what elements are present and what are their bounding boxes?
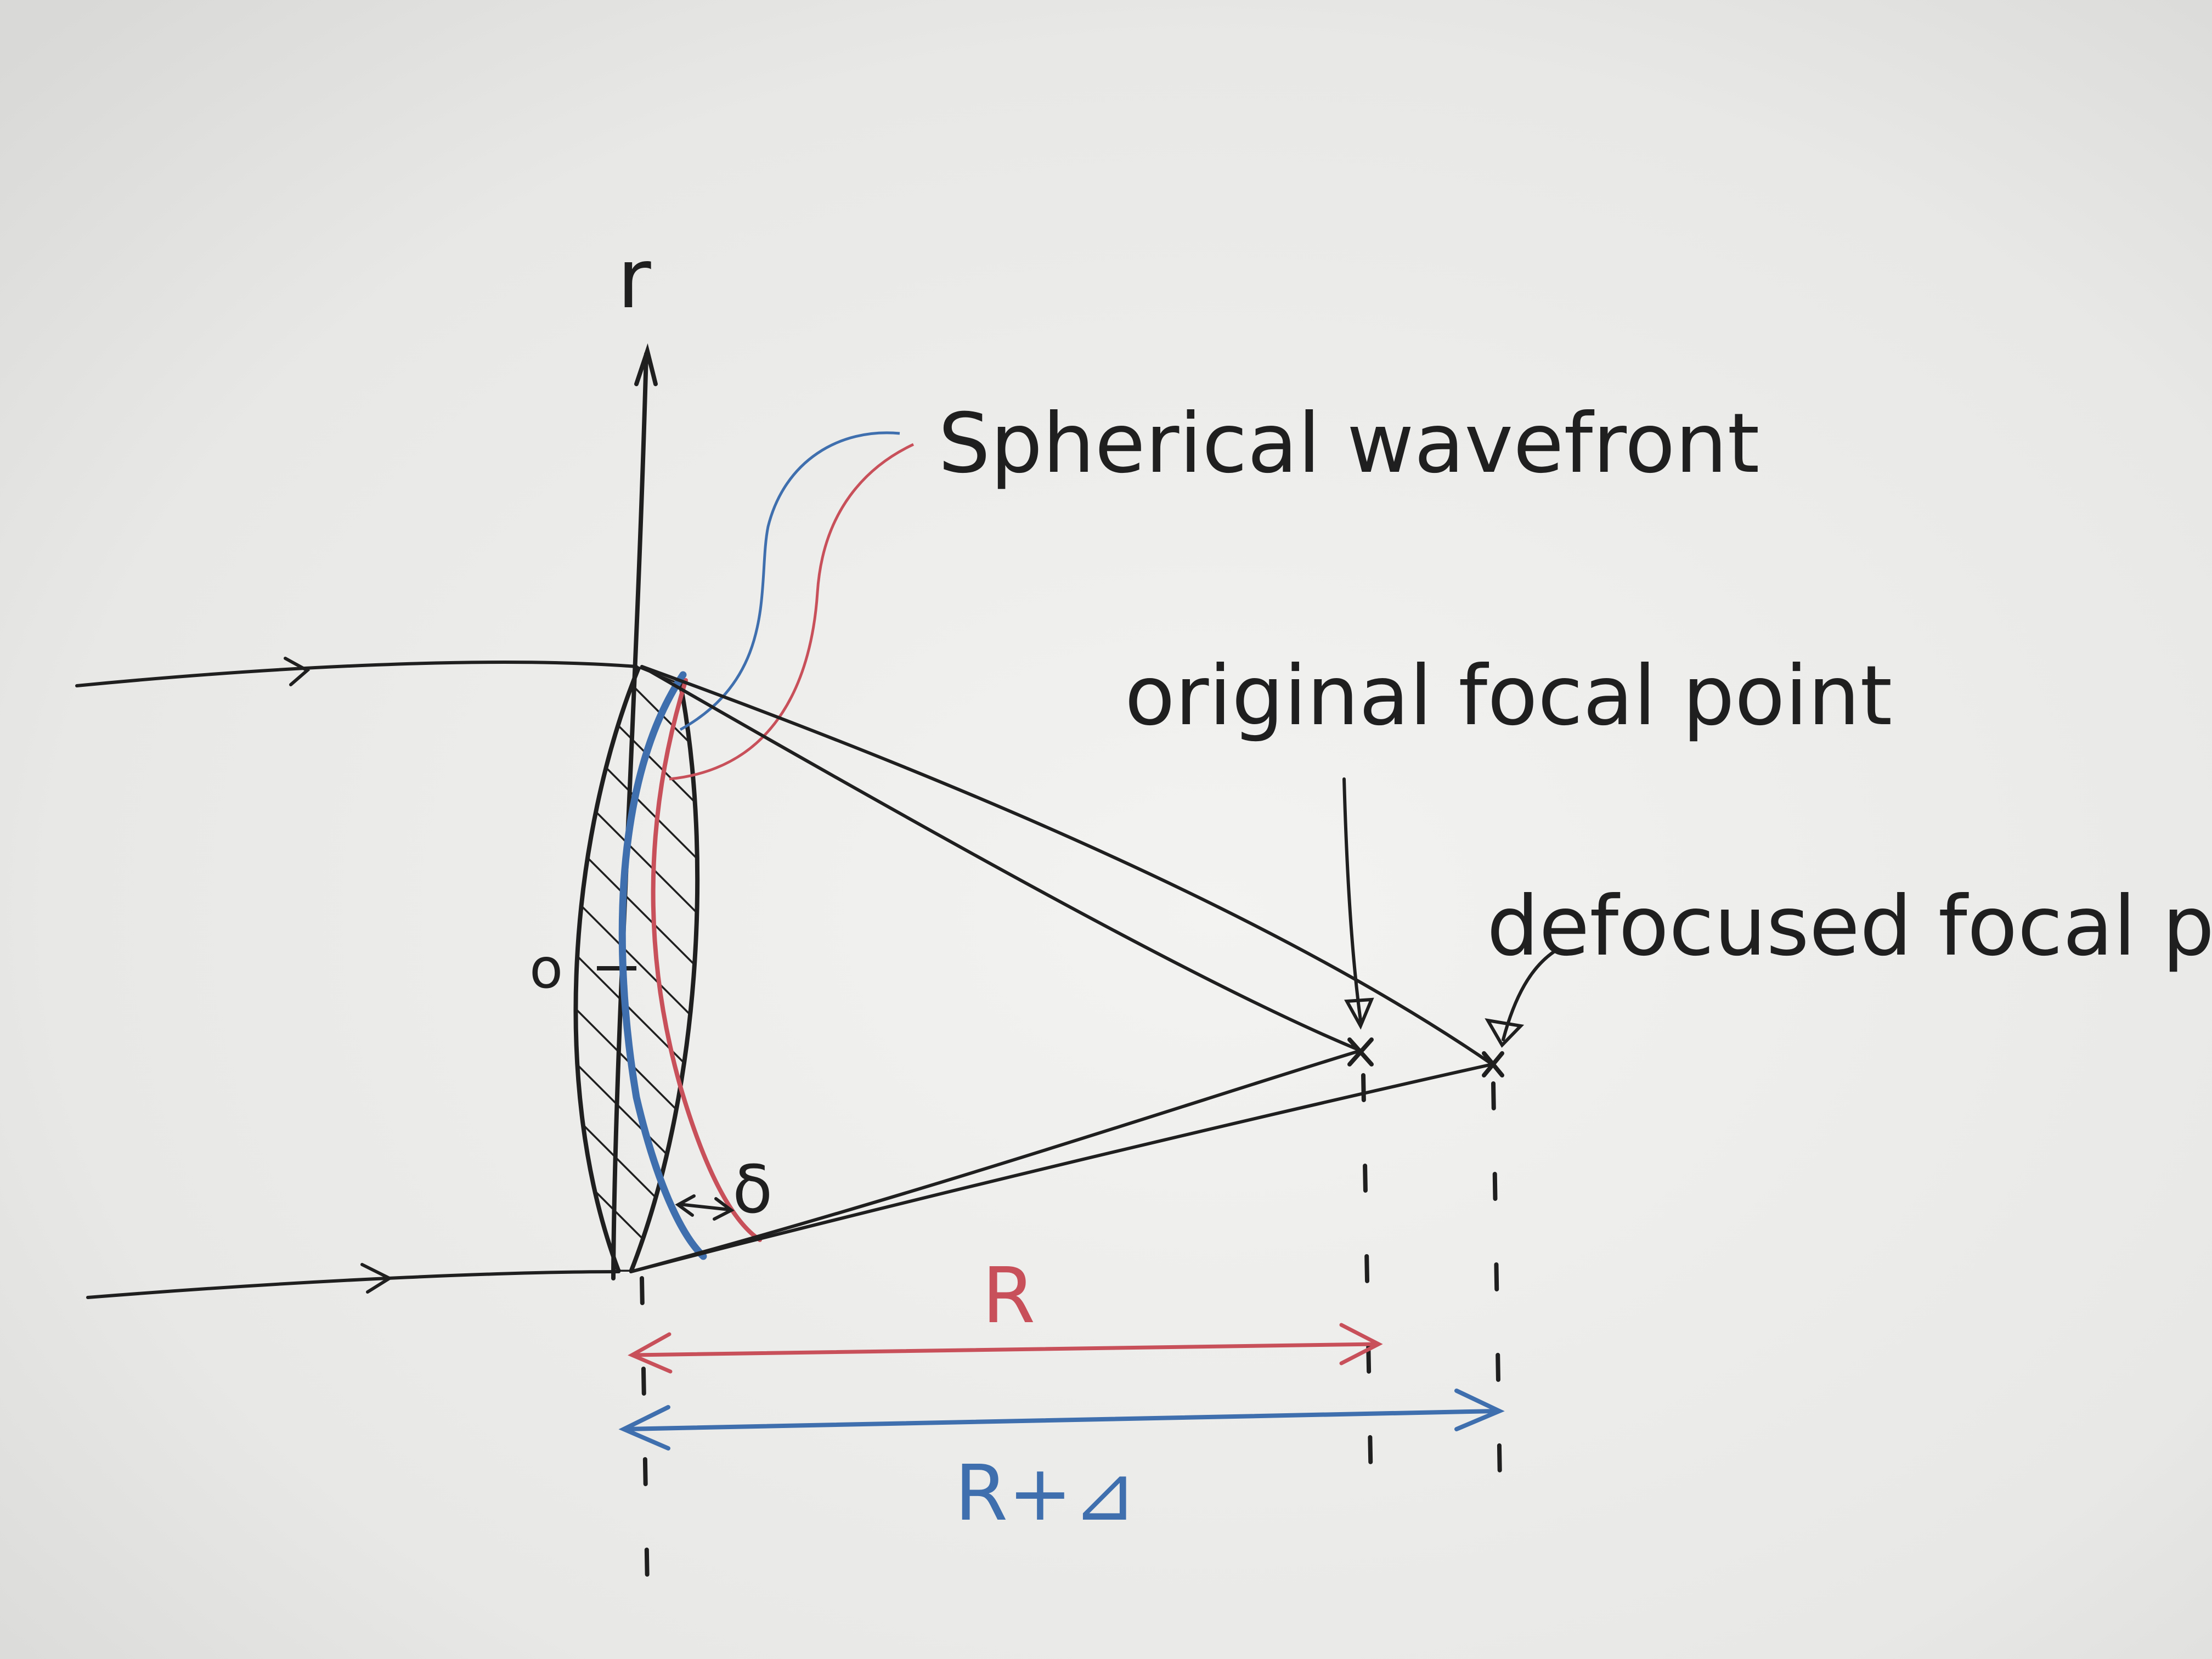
distance-R-plus-Delta-label: R+⊿ <box>955 1449 1137 1538</box>
defocused-focal-point-mark <box>1482 1051 1504 1077</box>
ray-to-defocused-focus-top <box>640 665 1494 1066</box>
dashed-guides <box>640 1073 1503 1588</box>
delta-label: δ <box>732 1152 772 1228</box>
r-axis-arrowhead <box>634 343 658 386</box>
blue-wavefront <box>618 671 707 1260</box>
ray-to-original-focus-bottom <box>629 1049 1362 1273</box>
defocused-focal-point-label: defocused focal point <box>1487 879 2212 974</box>
ray-to-original-focus-top <box>640 665 1362 1052</box>
red-leader <box>669 443 915 781</box>
ray-to-defocused-focus-bottom <box>629 1063 1494 1273</box>
original-focal-point-mark <box>1347 1037 1374 1066</box>
original-focal-point-label: original focal point <box>1125 648 1892 744</box>
dashed-guide-original-focus <box>1361 1073 1374 1516</box>
origin-label: o <box>529 936 563 1001</box>
defocused-focal-pointer <box>1485 947 1560 1048</box>
distance-R-label: R <box>982 1251 1035 1341</box>
delta-arrow <box>675 1194 735 1221</box>
red-wavefront <box>651 678 762 1242</box>
incoming-ray-top <box>75 657 638 687</box>
converging-rays <box>629 665 1494 1273</box>
distance-R-arrow <box>628 1323 1383 1374</box>
ray-direction-arrow <box>284 657 311 686</box>
distance-R-plus-Delta-arrow <box>618 1389 1505 1451</box>
lens <box>573 665 700 1273</box>
incoming-ray-bottom <box>86 1263 620 1299</box>
axis-label-r: r <box>617 232 651 327</box>
spherical-wavefront-label: Spherical wavefront <box>938 396 1759 492</box>
blue-leader <box>679 431 900 731</box>
original-focal-pointer <box>1342 777 1374 1030</box>
ray-direction-arrow <box>360 1263 393 1294</box>
